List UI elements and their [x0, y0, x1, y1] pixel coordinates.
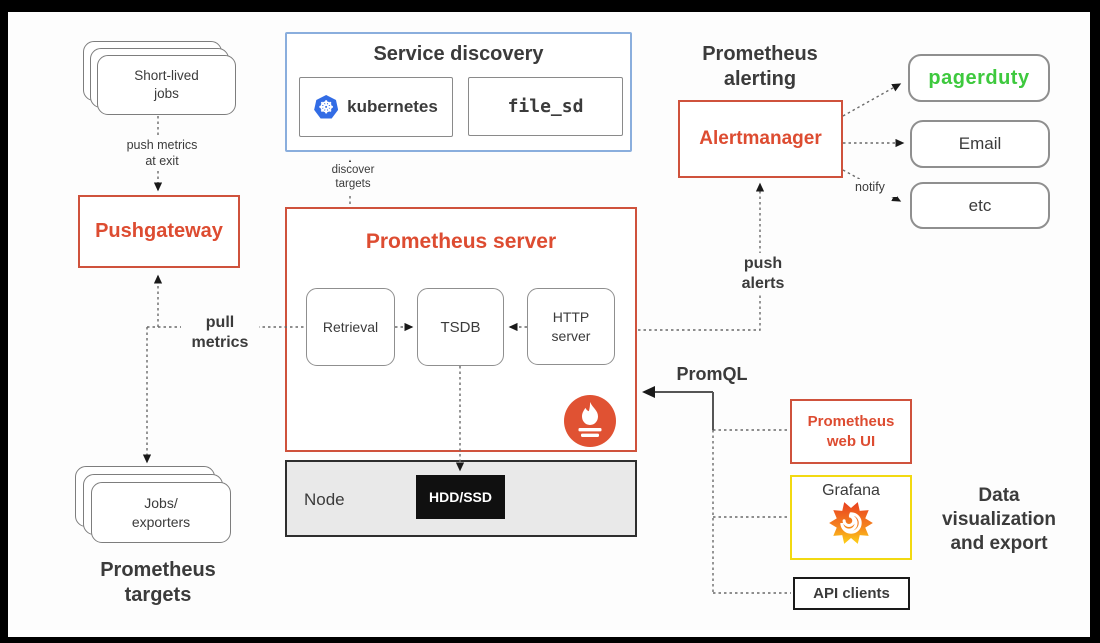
retrieval-label: Retrieval: [322, 319, 379, 335]
pagerduty-node: pagerduty: [908, 54, 1050, 102]
email-node: Email: [910, 120, 1050, 168]
pushgateway-label: Pushgateway: [95, 220, 223, 242]
grafana-node: Grafana: [790, 475, 912, 560]
short-lived-jobs-node: Short-lived jobs: [97, 55, 236, 115]
retrieval-node: Retrieval: [306, 288, 395, 366]
jobs-exporters-label-line1: Jobs/: [144, 495, 178, 512]
pushgateway-node: Pushgateway: [78, 195, 240, 268]
tsdb-node: TSDB: [417, 288, 504, 366]
edge-label-line: pull: [205, 314, 235, 331]
heading-line: Prometheus: [702, 43, 818, 65]
http-server-label-line2: server: [551, 327, 591, 344]
pull-metrics-label: pull metrics: [181, 312, 259, 355]
promql-label: PromQL: [676, 364, 748, 384]
notify-label: notify: [843, 179, 897, 197]
api-clients-label: API clients: [813, 585, 890, 602]
push-alerts-label: push alerts: [724, 253, 802, 296]
kubernetes-node: ☸ kubernetes: [299, 77, 453, 137]
edge-label-line: alerts: [741, 275, 785, 293]
edge-label-line: push: [743, 255, 783, 272]
heading-line: and export: [950, 532, 1048, 554]
kubernetes-icon: ☸: [314, 95, 339, 119]
heading-line: alerting: [723, 68, 797, 91]
edge-label-line: at exit: [145, 153, 179, 168]
heading-line: Data: [978, 485, 1020, 506]
prometheus-targets-heading: Prometheus targets: [83, 558, 233, 608]
prometheus-logo-icon: [564, 395, 616, 447]
edge-label-line: discover: [331, 164, 375, 176]
hdd-ssd-node: HDD/SSD: [416, 475, 505, 519]
edge-label-line: push metrics: [126, 138, 198, 152]
heading-line: visualization: [941, 508, 1057, 530]
http-server-label-line1: HTTP: [552, 309, 590, 326]
hdd-ssd-label: HDD/SSD: [428, 489, 492, 505]
service-discovery-title: Service discovery: [373, 43, 544, 65]
prometheus-server-title: Prometheus server: [365, 230, 557, 253]
heading-line: Prometheus: [100, 559, 216, 581]
pagerduty-label: pagerduty: [928, 66, 1030, 89]
short-lived-jobs-stack: Short-lived jobs: [83, 41, 239, 118]
file-sd-label: file_sd: [507, 96, 584, 117]
email-label: Email: [958, 134, 1002, 153]
http-server-node: HTTP server: [527, 288, 615, 365]
tsdb-label: TSDB: [440, 318, 481, 336]
prometheus-alerting-heading: Prometheus alerting: [685, 42, 835, 92]
prometheus-web-ui-node: Prometheus web UI: [790, 399, 912, 464]
short-lived-jobs-label-line2: jobs: [154, 86, 179, 101]
kubernetes-label: kubernetes: [347, 97, 438, 116]
alertmanager-label: Alertmanager: [699, 128, 822, 149]
file-sd-node: file_sd: [468, 77, 623, 136]
web-ui-label-line1: Prometheus: [807, 413, 895, 430]
jobs-exporters-stack: Jobs/ exporters: [75, 466, 234, 545]
kubernetes-icon-glyph: ☸: [318, 97, 334, 117]
etc-node: etc: [910, 182, 1050, 229]
api-clients-node: API clients: [793, 577, 910, 610]
grafana-logo-icon: [829, 502, 873, 544]
discover-targets-label: discover targets: [312, 162, 394, 193]
jobs-exporters-label-line2: exporters: [131, 513, 191, 530]
alertmanager-node: Alertmanager: [678, 100, 843, 178]
grafana-label: Grafana: [822, 482, 880, 499]
node-label: Node: [304, 490, 345, 509]
edge-label-line: metrics: [191, 334, 249, 352]
edge-label-line: targets: [335, 178, 371, 191]
web-ui-label-line2: web UI: [826, 432, 876, 450]
jobs-exporters-node: Jobs/ exporters: [91, 482, 231, 543]
data-visualization-heading: Data visualization and export: [925, 484, 1073, 556]
short-lived-jobs-label-line1: Short-lived: [134, 68, 199, 84]
etc-label: etc: [968, 195, 992, 215]
heading-line: targets: [124, 584, 192, 607]
push-metrics-label: push metrics at exit: [106, 137, 218, 171]
